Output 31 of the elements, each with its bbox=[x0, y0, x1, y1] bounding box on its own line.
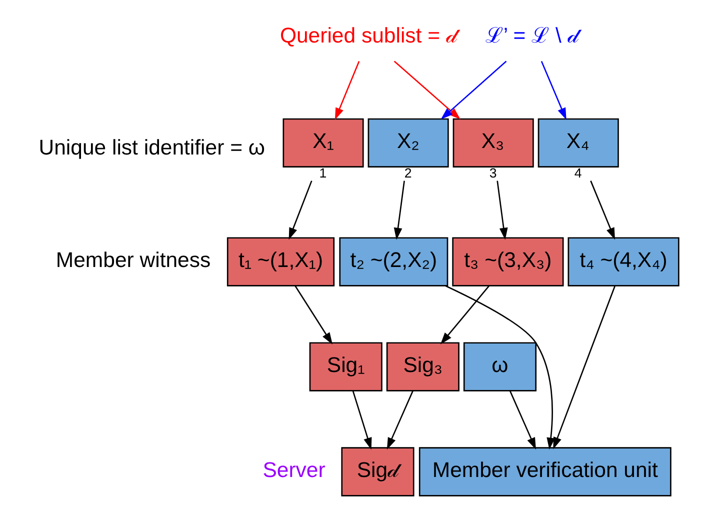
node-box: Sig₁ bbox=[308, 342, 382, 392]
arrow bbox=[288, 180, 312, 240]
node-box: Sig₃ bbox=[386, 342, 459, 392]
node-box: Sig𝒹 bbox=[340, 447, 414, 496]
arrow bbox=[590, 180, 614, 240]
node-box: t₄ ~(4,X₄) bbox=[567, 237, 679, 286]
node-box: ω bbox=[462, 342, 536, 392]
arrow bbox=[508, 390, 536, 450]
arrow bbox=[352, 390, 372, 450]
arrow bbox=[334, 61, 360, 120]
node-label: 4 bbox=[574, 165, 582, 180]
node-box: Member verification unit bbox=[418, 447, 671, 496]
label: Server bbox=[262, 458, 325, 482]
node-box: t₃ ~(3,X₃) bbox=[452, 237, 564, 286]
arrow bbox=[393, 180, 404, 240]
node-box: t₁ ~(1,X₁) bbox=[226, 237, 334, 286]
node-label: 1 bbox=[318, 165, 326, 180]
arrow bbox=[540, 61, 566, 120]
arrow bbox=[294, 285, 332, 344]
label: Unique list identifier = ω bbox=[38, 136, 264, 160]
arrow bbox=[552, 286, 615, 450]
label: Member witness bbox=[55, 248, 210, 272]
arrow bbox=[386, 390, 413, 450]
node-box: t₂ ~(2,X₂) bbox=[338, 237, 448, 286]
arrow bbox=[444, 285, 554, 450]
arrow bbox=[496, 180, 508, 240]
arrow bbox=[393, 60, 460, 120]
node-label: 3 bbox=[488, 165, 496, 180]
arrow bbox=[440, 285, 490, 344]
node-label: 2 bbox=[404, 165, 412, 180]
arrow bbox=[440, 60, 506, 120]
